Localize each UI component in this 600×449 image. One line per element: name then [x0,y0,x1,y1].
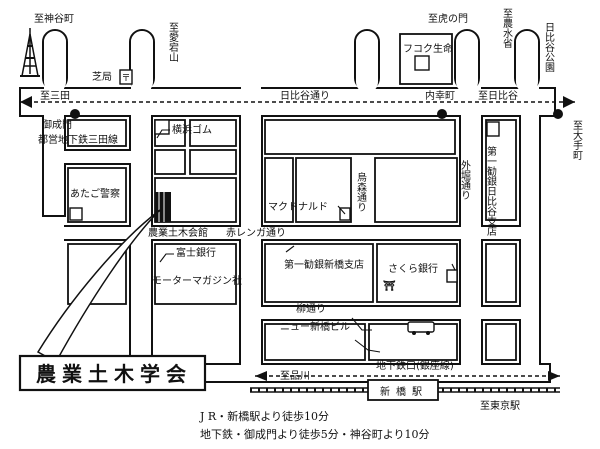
shibakyoku-label: 芝局 [92,70,112,83]
fukoku-seimei-label: フコク生命 [403,42,453,55]
hibiya-dori-label: 日比谷通り [280,90,330,102]
daiichi-kangin-hibiya-label: 第一勧銀日比谷支店 [485,145,497,237]
motor-magazine-label: モーターマガジン社 [152,274,242,287]
city-blocks [67,33,517,361]
atago-police-label: あたご警察 [70,187,120,200]
subway-line [20,96,575,119]
dest-tokyo-station: 至東京駅 [480,399,520,412]
sakura-bank-label: さくら銀行 [388,262,438,275]
jr-railway [250,371,560,401]
fuji-bank-label: 富士銀行 [176,246,216,259]
onarimon-station-marker [70,109,80,119]
dest-mita: 至三田 [40,90,70,102]
dest-kamiyacho: 至神谷町 [34,12,74,25]
mcdonalds-label: マクドナルド [268,201,328,213]
aka-renga-dori-label: 赤レンガ通り [226,227,286,239]
street-network [19,29,556,383]
dest-shinagawa: 至品川 [280,370,310,382]
uchisaiwaicho-label: 内幸町 [425,89,455,102]
road-labels: 日比谷通り 赤レンガ通り 柳通り 烏森通り 外堀通り [226,90,471,315]
leader-lines [156,129,456,353]
nogyo-doboku-kaikan-label: 農業土木会館 [148,226,208,239]
new-shimbashi-bldg-label: ニュー新橋ビル [280,320,350,333]
post-office-icon: 〒 [122,74,131,84]
nogyo-doboku-kaikan-building [155,192,171,222]
access-line-2: 地下鉄・御成門より徒歩5分・神谷町より10分 [200,428,430,441]
title-box [18,354,207,392]
dest-norinsho: 至農水省 [501,8,513,49]
onarimon-label: 御成門 [42,118,72,131]
subway-line-label: 都営地下鉄三田線 [38,133,118,146]
yanagi-dori-label: 柳通り [296,302,326,315]
dest-otemachi: 至大手町 [571,120,583,160]
shimbashi-station-label: 新橋駅 [380,385,428,398]
station-labels: 御成門 都営地下鉄三田線 内幸町 地下鉄口(銀座線) 新橋駅 [38,89,455,398]
destination-labels: 至神谷町 至虎の門 至三田 至日比谷 至品川 至東京駅 至愛宕山 至農水省 日比… [34,8,583,412]
karasumori-dori-label: 烏森通り [355,171,367,212]
shrine-gate-icon: ⛩ [383,279,396,292]
shimbashi-station-box [367,379,439,401]
tower-icon [20,28,40,77]
hibiya-koen: 日比谷公園 [543,22,555,73]
subway-exit-label: 地下鉄口(銀座線) [376,359,454,372]
daiichi-kangin-shimbashi-label: 第一勧銀新橋支店 [284,258,364,271]
dest-hibiya: 至日比谷 [478,90,518,102]
yokohama-gomu-label: 横浜ゴム [172,123,212,136]
uchisaiwaicho-station-marker [437,109,447,119]
dest-atago: 至愛宕山 [167,22,179,62]
landmark-labels: 芝局 横浜ゴム あたご警察 農業土木会館 富士銀行 モーターマガジン社 マクドナ… [70,42,497,333]
hibiya-station-marker [553,109,563,119]
dest-toranomon: 至虎の門 [428,13,468,25]
bus-icon [407,321,435,333]
sotobori-dori-label: 外堀通り [459,160,471,200]
map-title: 農業土木学会 [36,362,192,386]
access-line-1: J R・新橋駅より徒歩10分 [200,410,329,423]
title-pointer [36,209,161,364]
